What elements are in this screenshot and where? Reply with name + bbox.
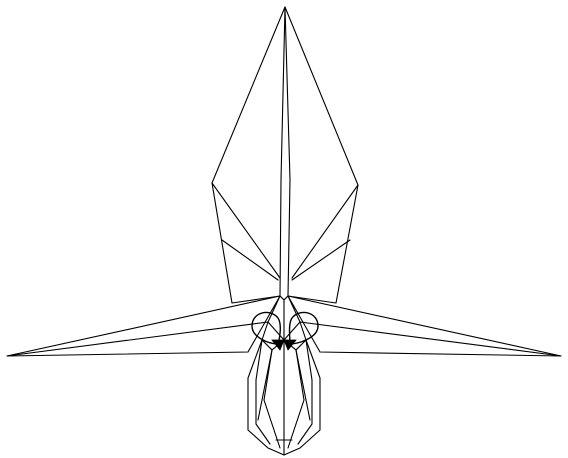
- left-wing: [7, 296, 280, 356]
- upper-diamond: [212, 7, 358, 303]
- lower-body: [248, 340, 320, 455]
- right-wing: [288, 296, 561, 356]
- upper-diamond-outline: [212, 7, 358, 303]
